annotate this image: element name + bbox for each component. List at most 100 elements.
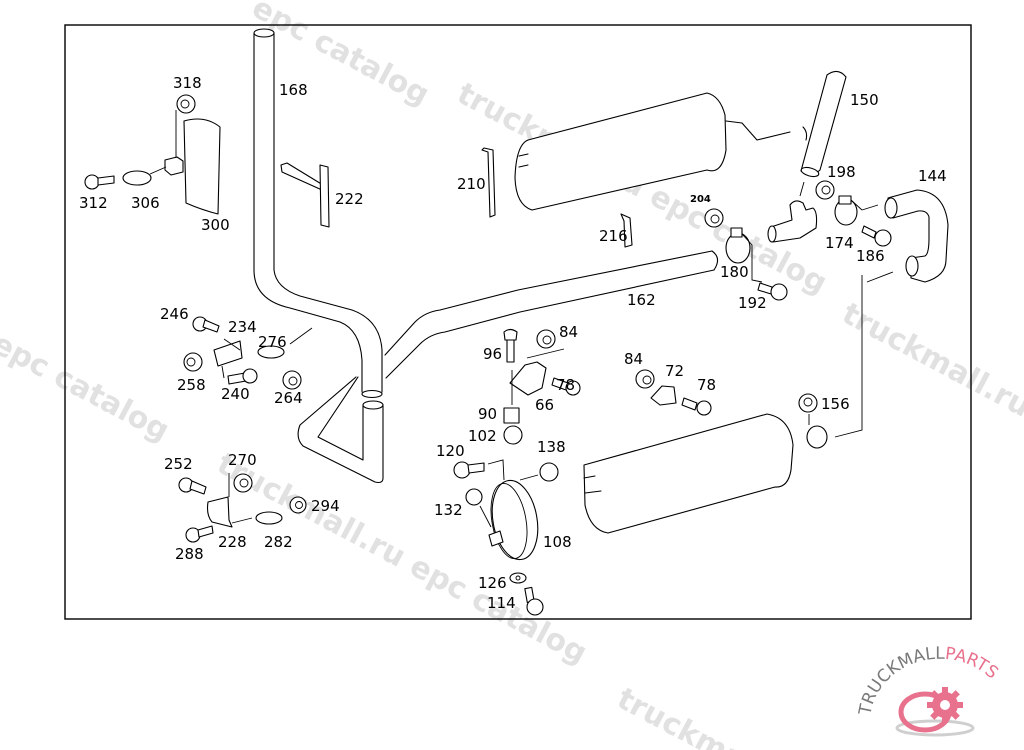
label-258: 258 xyxy=(177,376,206,394)
part-312-bolt[interactable] xyxy=(84,174,115,190)
label-222: 222 xyxy=(335,190,364,208)
part-pipe-lower-bend[interactable] xyxy=(297,289,521,484)
label-210: 210 xyxy=(457,175,486,193)
part-246-bolt[interactable] xyxy=(192,316,220,333)
label-270: 270 xyxy=(228,451,257,469)
label-288: 288 xyxy=(175,545,204,563)
part-162-pipe[interactable] xyxy=(517,250,719,313)
label-90: 90 xyxy=(478,405,497,423)
part-muffler-lower[interactable] xyxy=(583,413,794,534)
label-138: 138 xyxy=(537,438,566,456)
part-306-clamp[interactable] xyxy=(122,166,167,186)
label-180: 180 xyxy=(720,263,749,281)
label-318: 318 xyxy=(173,74,202,92)
label-72: 72 xyxy=(665,362,684,380)
label-282: 282 xyxy=(264,533,293,551)
part-126-washer[interactable] xyxy=(509,572,527,584)
label-66: 66 xyxy=(535,396,554,414)
part-318-nut[interactable] xyxy=(176,94,196,114)
label-126: 126 xyxy=(478,574,507,592)
part-288-bolt[interactable] xyxy=(185,525,214,543)
part-192-bolt[interactable] xyxy=(757,282,788,301)
part-120-bolt[interactable] xyxy=(453,459,505,481)
label-84-a: 84 xyxy=(559,323,578,341)
watermark-text: truckmall.ru e xyxy=(836,296,1024,439)
label-228: 228 xyxy=(218,533,247,551)
part-234-bracket[interactable] xyxy=(213,338,243,379)
part-150-pipe[interactable] xyxy=(800,70,847,178)
part-264-nut[interactable] xyxy=(282,370,302,390)
part-90-clip[interactable] xyxy=(503,407,520,424)
label-186: 186 xyxy=(856,247,885,265)
label-300: 300 xyxy=(201,216,230,234)
label-264: 264 xyxy=(274,389,303,407)
label-240: 240 xyxy=(221,385,250,403)
part-228-bracket[interactable] xyxy=(206,473,253,528)
watermark-text: epc catalog xyxy=(0,326,175,448)
part-168-tailpipe[interactable] xyxy=(253,28,383,399)
truckmall-parts-logo: TRUCKMALLPARTS xyxy=(855,644,1002,737)
label-102: 102 xyxy=(468,427,497,445)
part-72-bracket[interactable] xyxy=(650,385,677,406)
label-108: 108 xyxy=(543,533,572,551)
label-96: 96 xyxy=(483,345,502,363)
part-78-bolt-a[interactable] xyxy=(551,377,581,396)
label-246: 246 xyxy=(160,305,189,323)
label-312: 312 xyxy=(79,194,108,212)
part-132-nut[interactable] xyxy=(465,488,492,528)
label-120: 120 xyxy=(436,442,465,460)
part-180-clamp[interactable] xyxy=(725,227,763,283)
part-216-bracket[interactable] xyxy=(620,213,633,248)
part-138-nut[interactable] xyxy=(519,462,559,482)
part-204-nut[interactable] xyxy=(704,208,724,228)
part-282-clamp[interactable] xyxy=(255,511,283,525)
part-240-bolt[interactable] xyxy=(227,368,258,385)
part-270-nut[interactable] xyxy=(233,473,253,493)
part-102-nut[interactable] xyxy=(503,425,523,445)
part-156-clamp[interactable] xyxy=(806,425,828,449)
label-306: 306 xyxy=(131,194,160,212)
label-84-b: 84 xyxy=(624,350,643,368)
gear-icon xyxy=(927,687,963,723)
label-216: 216 xyxy=(599,227,628,245)
part-198-nut[interactable] xyxy=(815,180,835,200)
label-156: 156 xyxy=(821,395,850,413)
part-210-bracket[interactable] xyxy=(481,147,496,218)
part-174-clamp[interactable] xyxy=(834,195,863,226)
label-78-b: 78 xyxy=(697,376,716,394)
part-t-connector[interactable] xyxy=(767,200,818,243)
part-276-clamp[interactable] xyxy=(257,327,313,359)
part-144-u-pipe[interactable] xyxy=(884,189,949,283)
part-84-nut-b[interactable] xyxy=(635,369,655,389)
part-222-bracket[interactable] xyxy=(280,162,330,228)
diagram-frame xyxy=(64,24,972,620)
label-132: 132 xyxy=(434,501,463,519)
label-192: 192 xyxy=(738,294,767,312)
label-144: 144 xyxy=(918,167,947,185)
label-150: 150 xyxy=(850,91,879,109)
label-204: 204 xyxy=(690,194,711,205)
label-168: 168 xyxy=(279,81,308,99)
part-114-bolt[interactable] xyxy=(524,586,544,616)
part-78-bolt-b[interactable] xyxy=(681,397,712,416)
label-276: 276 xyxy=(258,333,287,351)
part-84-nut-a[interactable] xyxy=(536,329,556,349)
label-114: 114 xyxy=(487,594,516,612)
part-294-nut[interactable] xyxy=(289,496,307,514)
part-258-nut[interactable] xyxy=(183,352,203,372)
part-66-hanger[interactable] xyxy=(509,348,565,405)
part-156-nut[interactable] xyxy=(798,393,818,425)
part-muffler-upper[interactable] xyxy=(514,92,791,211)
part-96-bolt[interactable] xyxy=(503,328,518,363)
part-108-clamp-band[interactable] xyxy=(486,477,544,563)
part-300-heat-shield[interactable] xyxy=(164,110,221,215)
label-174: 174 xyxy=(825,234,854,252)
label-198: 198 xyxy=(827,163,856,181)
part-252-bolt[interactable] xyxy=(178,477,207,495)
part-labels: 318 168 312 306 300 222 210 150 198 144 … xyxy=(79,74,947,612)
label-234: 234 xyxy=(228,318,257,336)
logo-brand-secondary: PARTS xyxy=(944,644,1002,683)
watermark-text: truckmall.ru epc catalog xyxy=(211,446,592,671)
part-186-bolt[interactable] xyxy=(861,225,892,247)
